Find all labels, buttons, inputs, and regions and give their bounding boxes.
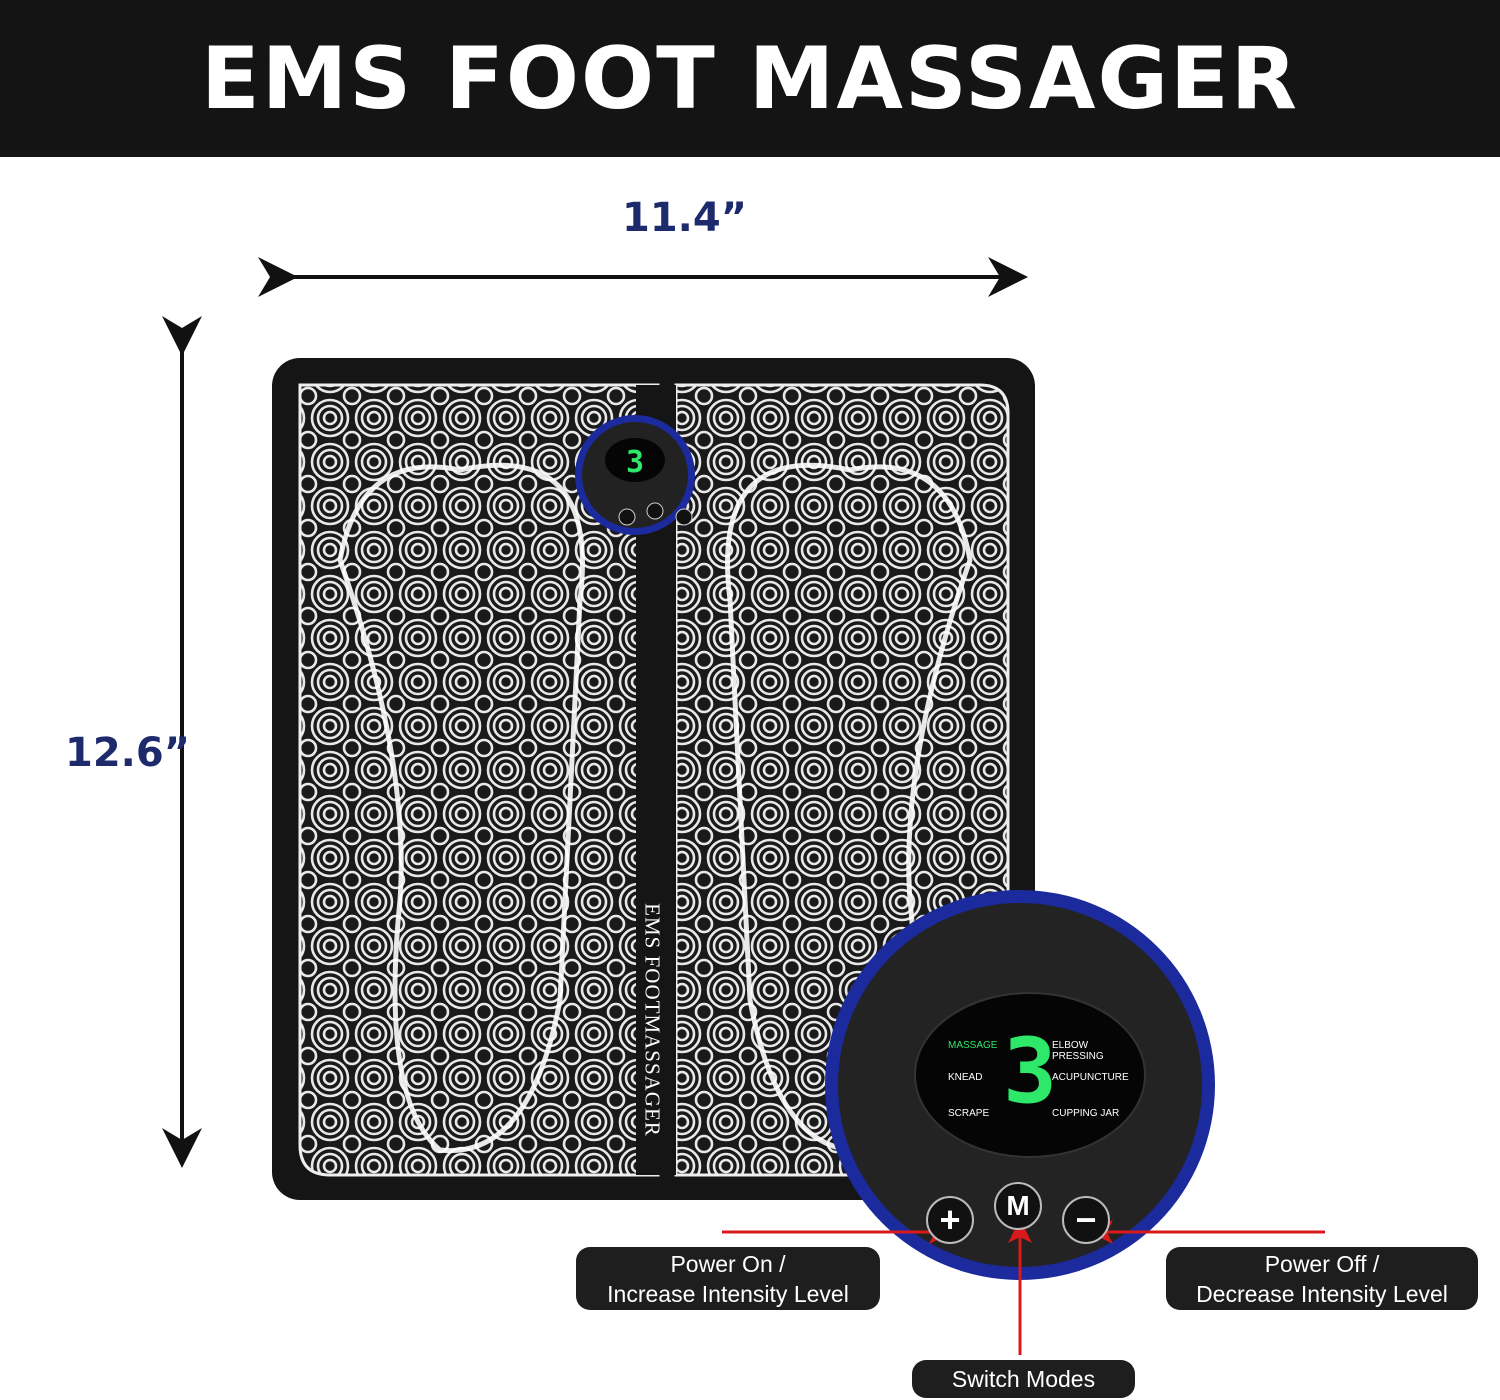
callout-line: Power Off / — [1264, 1250, 1380, 1277]
callout-line: Switch Modes — [951, 1366, 1096, 1392]
mode-knead: KNEAD — [948, 1072, 983, 1083]
product-title: EMS FOOT MASSAGER — [200, 28, 1300, 129]
svg-text:3: 3 — [626, 445, 644, 480]
mat-brand-text: EMS FOOTMASSAGER — [640, 903, 665, 1137]
lcd-digit: 3 — [1003, 1019, 1058, 1124]
height-dimension: 12.6” — [65, 730, 190, 776]
plus-icon: + — [939, 1199, 961, 1240]
mode-acupuncture: ACUPUNCTURE — [1052, 1072, 1129, 1083]
mat-left-panel — [298, 383, 660, 1177]
foot-outlines — [337, 462, 973, 1154]
mode-scrape: SCRAPE — [948, 1108, 990, 1119]
mode-cupping-jar: CUPPING JAR — [1052, 1108, 1120, 1119]
mode-button[interactable]: M — [994, 1182, 1042, 1230]
minus-button[interactable]: − — [1062, 1196, 1110, 1244]
minus-icon: − — [1075, 1199, 1097, 1240]
callout-switch-modes: Switch Modes — [912, 1360, 1135, 1398]
callout-power-off: Power Off / Decrease Intensity Level — [1166, 1247, 1478, 1310]
plus-button[interactable]: + — [926, 1196, 974, 1244]
callout-line: Decrease Intensity Level — [1196, 1280, 1448, 1307]
title-banner: EMS FOOT MASSAGER — [0, 0, 1500, 157]
lcd-screen — [914, 992, 1146, 1158]
mode-elbow-pressing: ELBOW PRESSING — [1052, 1040, 1104, 1062]
mode-icon: M — [1006, 1190, 1030, 1221]
width-dimension: 11.4” — [622, 195, 747, 241]
mode-massage: MASSAGE — [948, 1040, 998, 1051]
callout-power-on: Power On / Increase Intensity Level — [576, 1247, 880, 1310]
callout-line: Power On / — [670, 1250, 786, 1277]
callout-line: Increase Intensity Level — [607, 1280, 849, 1307]
